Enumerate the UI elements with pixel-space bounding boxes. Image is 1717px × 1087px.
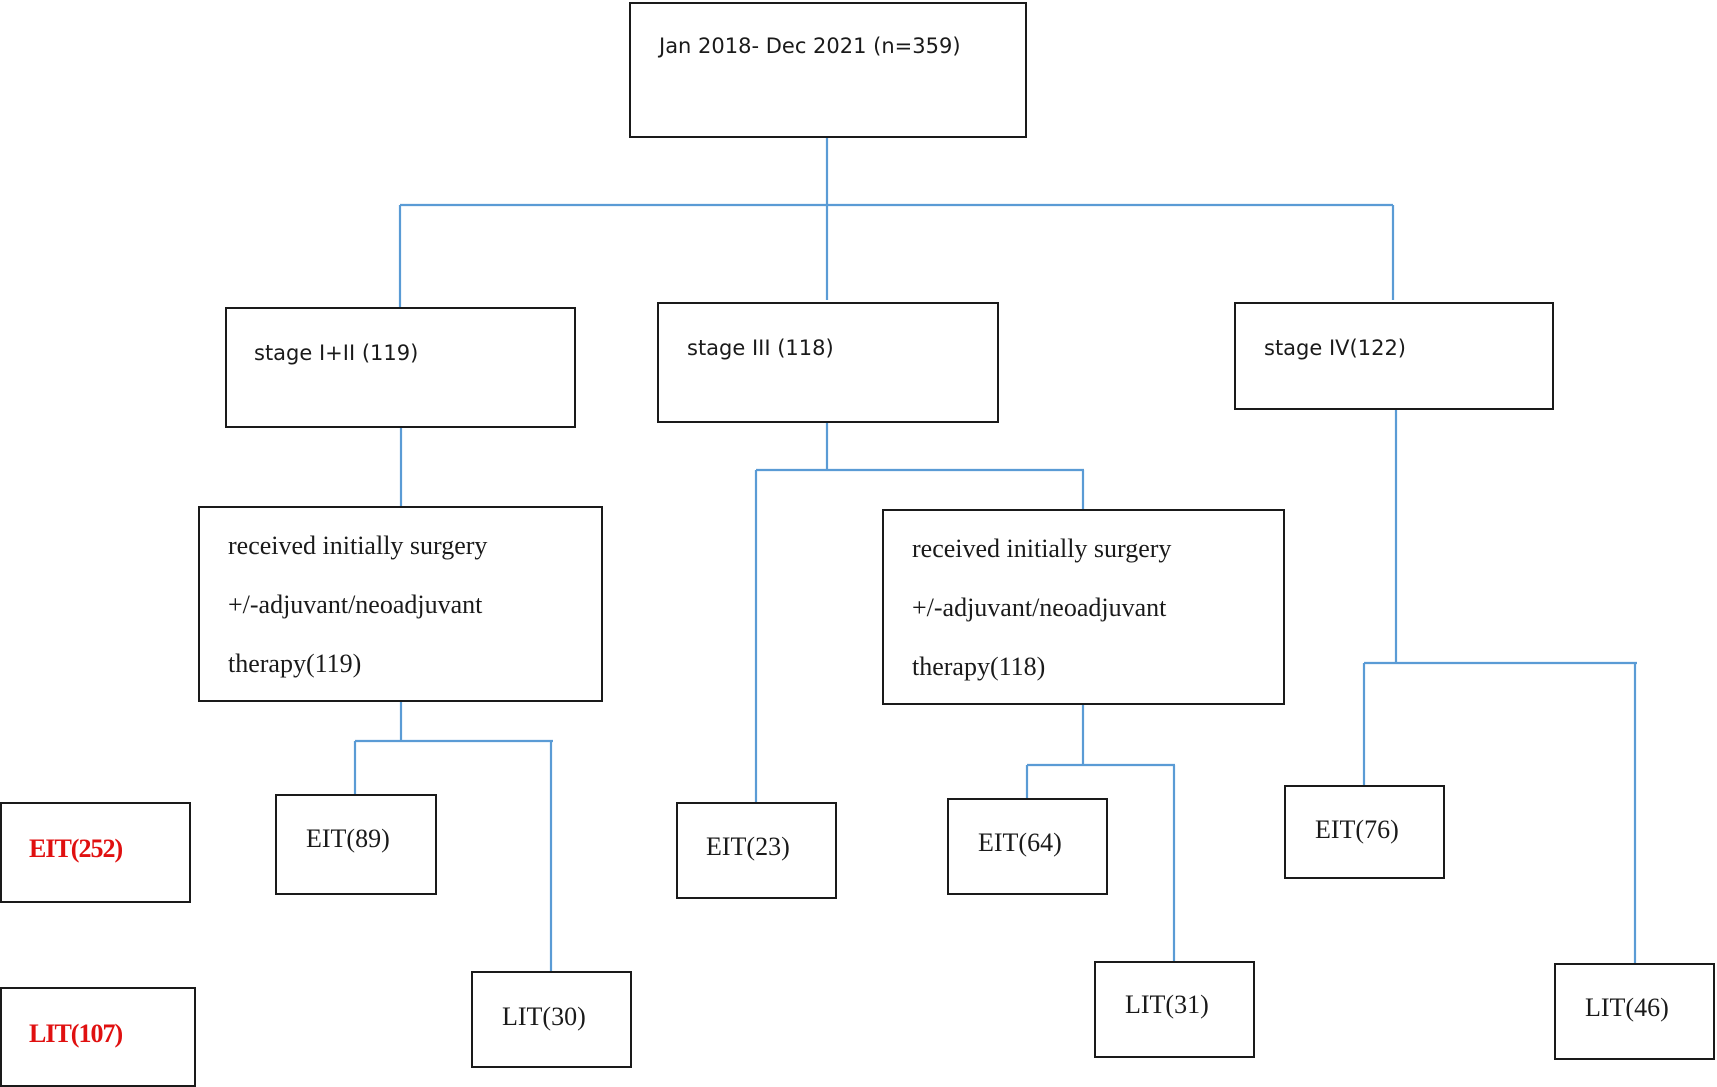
root-box: Jan 2018- Dec 2021 (n=359): [629, 2, 1027, 138]
surgery-line: received initially surgery: [912, 534, 1172, 563]
total-eit-label: EIT(252): [29, 834, 123, 863]
surgery-line: +/-adjuvant/neoadjuvant: [912, 593, 1167, 622]
surgery-box-3: received initially surgery +/-adjuvant/n…: [882, 509, 1285, 705]
eit-label: EIT(64): [978, 828, 1062, 857]
surgery-line: +/-adjuvant/neoadjuvant: [228, 590, 483, 619]
surgery-box-1-2: received initially surgery +/-adjuvant/n…: [198, 506, 603, 702]
total-lit-label: LIT(107): [29, 1019, 123, 1048]
stage-label: stage III (118): [687, 336, 834, 360]
surgery-line: therapy(119): [228, 649, 362, 678]
stage-label: stage I+II (119): [254, 341, 419, 365]
lit-label: LIT(30): [502, 1002, 586, 1031]
eit-label: EIT(76): [1315, 815, 1399, 844]
eit-box-stage-3: EIT(64): [947, 798, 1108, 895]
stage-box-3: stage III (118): [657, 302, 999, 423]
lit-box-stage-3: LIT(31): [1094, 961, 1255, 1058]
eit-label: EIT(23): [706, 832, 790, 861]
surgery-line: therapy(118): [912, 652, 1046, 681]
root-label: Jan 2018- Dec 2021 (n=359): [659, 34, 961, 58]
total-eit-box: EIT(252): [0, 802, 191, 903]
lit-box-stage-4: LIT(46): [1554, 963, 1715, 1060]
surgery-line: received initially surgery: [228, 531, 488, 560]
lit-box-stage-1-2: LIT(30): [471, 971, 632, 1068]
lit-label: LIT(31): [1125, 990, 1209, 1019]
stage-box-4: stage IV(122): [1234, 302, 1554, 410]
eit-label: EIT(89): [306, 824, 390, 853]
eit-box-stage-4: EIT(76): [1284, 785, 1445, 879]
eit-box-stage-1-2: EIT(89): [275, 794, 437, 895]
lit-label: LIT(46): [1585, 993, 1669, 1022]
stage-box-1-2: stage I+II (119): [225, 307, 576, 428]
stage-label: stage IV(122): [1264, 336, 1406, 360]
eit-box-stage-3-direct: EIT(23): [676, 802, 837, 899]
total-lit-box: LIT(107): [0, 987, 196, 1087]
